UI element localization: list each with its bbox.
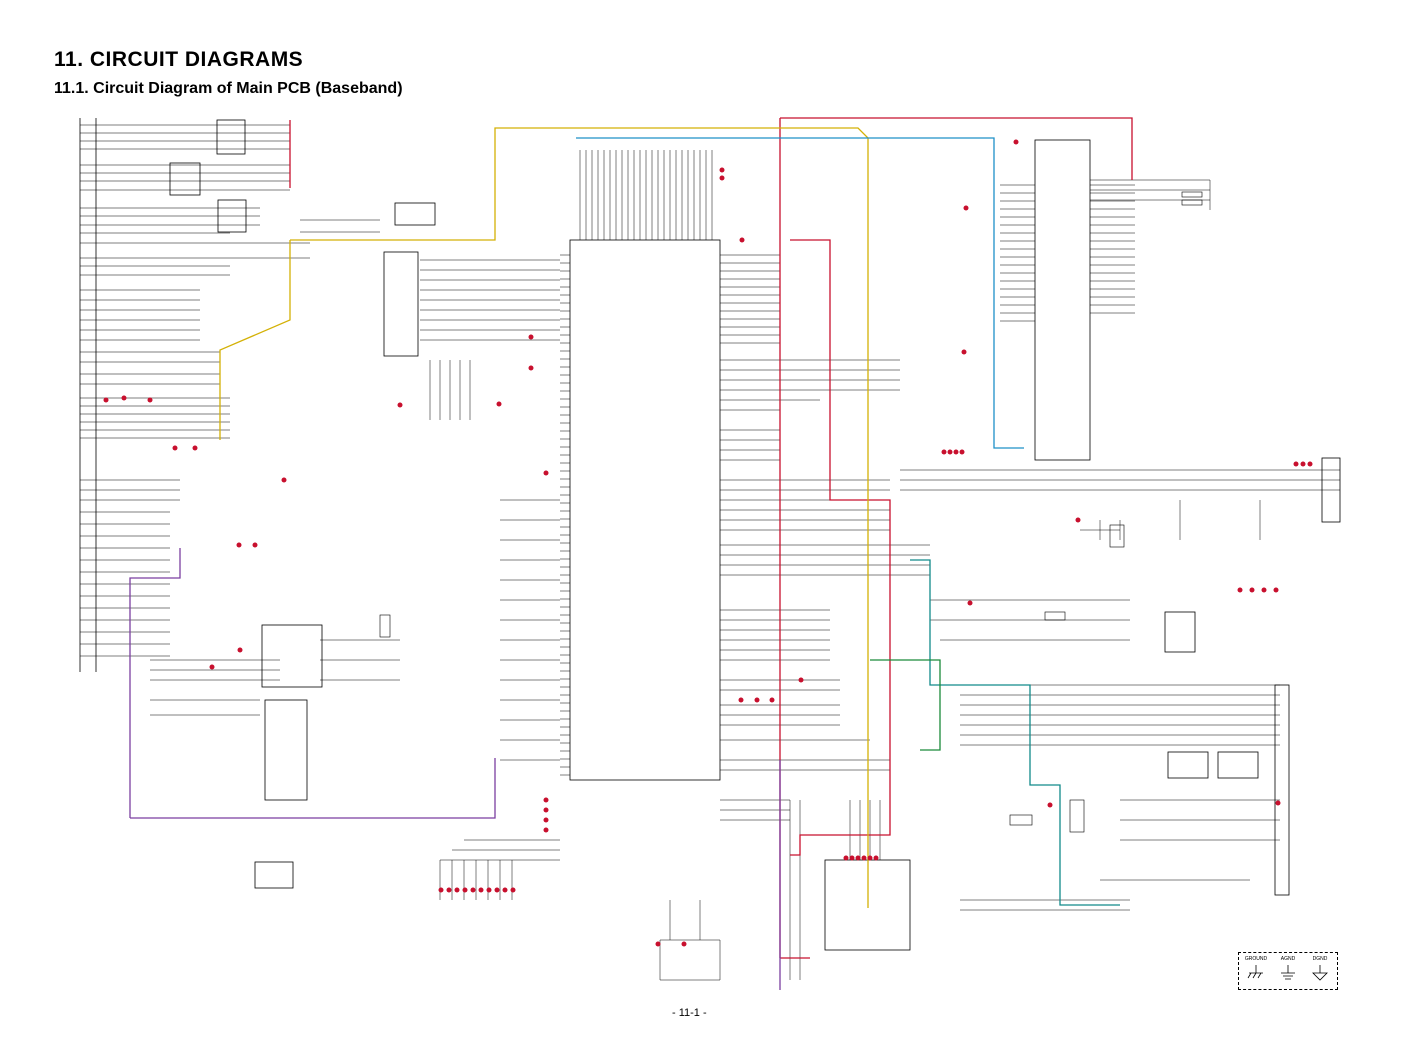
dgnd-icon <box>1312 965 1328 981</box>
ground-icon <box>1247 965 1263 979</box>
ground-symbols <box>1247 965 1328 981</box>
legend-label-dgnd: DGND <box>1312 956 1328 962</box>
ground-symbol-legend: GROUND AGND DGND <box>1238 952 1338 990</box>
page-title: 11. CIRCUIT DIAGRAMS <box>54 48 304 71</box>
legend-label-agnd: AGND <box>1280 956 1296 962</box>
page-subtitle: 11.1. Circuit Diagram of Main PCB (Baseb… <box>54 80 403 97</box>
agnd-icon <box>1281 965 1295 980</box>
legend-label-ground: GROUND <box>1244 956 1268 962</box>
page-number: - 11-1 - <box>672 1007 707 1019</box>
